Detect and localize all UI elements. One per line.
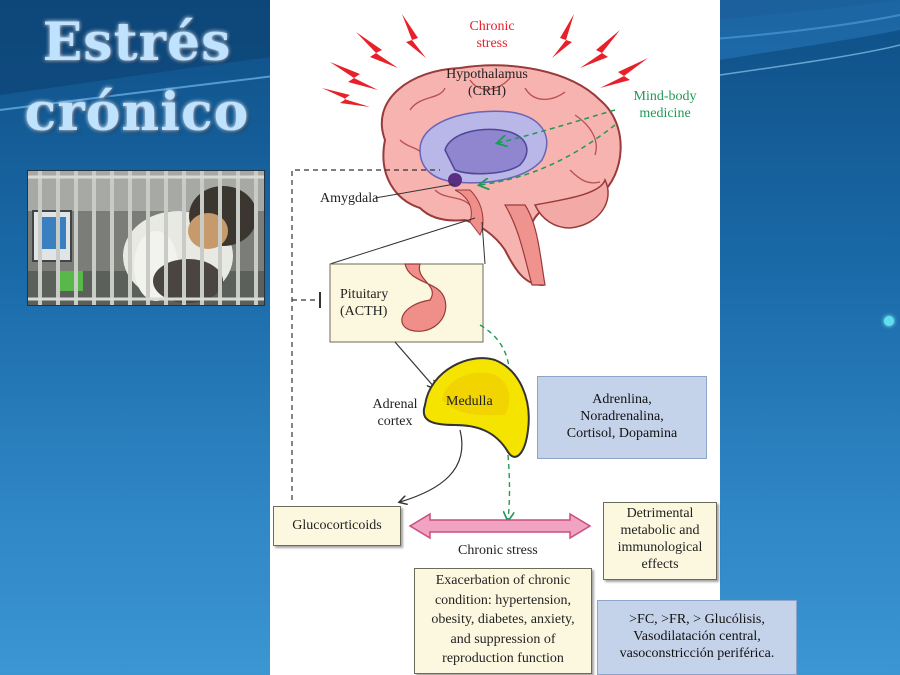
glucocorticoids-box: Glucocorticoids — [273, 506, 401, 546]
slide-title: Estrés crónico — [12, 8, 262, 148]
adrenal-cortex-label: Adrenal cortex — [370, 396, 420, 430]
amygdala-label: Amygdala — [320, 190, 378, 207]
mind-body-medicine-label: Mind-body medicine — [620, 88, 710, 122]
cat-in-cage-photo — [27, 170, 265, 306]
hormones-note: Adrenlina, Noradrenalina, Cortisol, Dopa… — [537, 376, 707, 459]
chronic-stress-bottom-label: Chronic stress — [458, 542, 538, 559]
exacerbation-box: Exacerbation of chronic condition: hyper… — [414, 568, 592, 674]
title-line-2: crónico — [12, 78, 262, 148]
bullet-dot-icon — [884, 316, 894, 326]
chronic-stress-top-label: Chronic stress — [462, 18, 522, 52]
double-arrow-icon — [410, 514, 590, 538]
pituitary-label: Pituitary (ACTH) — [340, 286, 388, 320]
hypothalamus-label: Hypothalamus (CRH) — [432, 66, 542, 100]
medulla-label: Medulla — [446, 393, 493, 410]
title-line-1: Estrés — [12, 8, 262, 78]
physiological-effects-note: >FC, >FR, > Glucólisis, Vasodilatación c… — [597, 600, 797, 675]
detrimental-effects-box: Detrimental metabolic and immunological … — [603, 502, 717, 580]
